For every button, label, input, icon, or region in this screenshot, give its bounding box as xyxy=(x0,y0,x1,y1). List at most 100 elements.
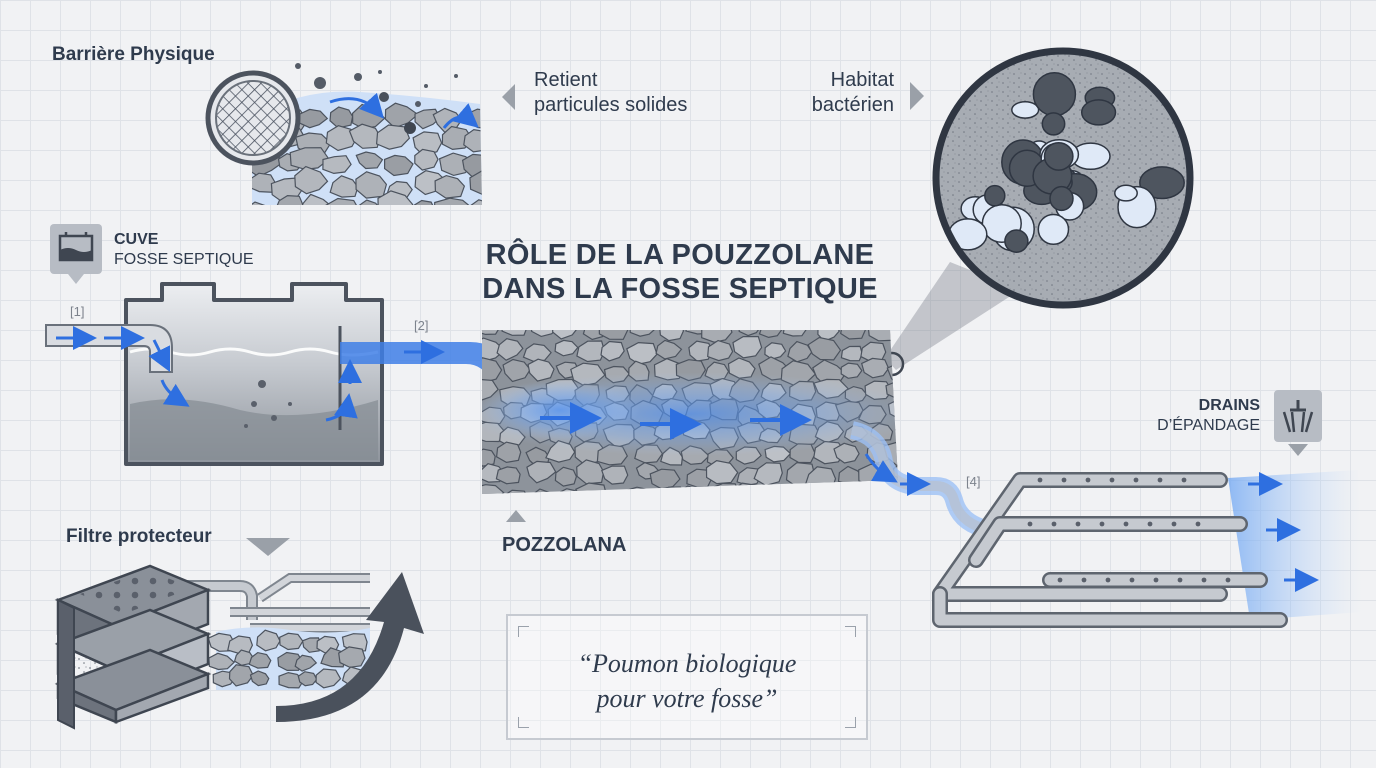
step-label-2: [2] xyxy=(414,318,429,333)
stone xyxy=(782,330,808,337)
stone xyxy=(413,199,435,205)
stone xyxy=(758,330,783,339)
stone xyxy=(601,465,629,485)
stone xyxy=(626,341,658,365)
stone xyxy=(375,124,411,150)
stone xyxy=(736,467,761,486)
stone xyxy=(598,330,629,340)
stone xyxy=(348,123,382,149)
drain-hole xyxy=(1109,477,1115,483)
stone xyxy=(384,102,419,129)
label-bacterial-habitat: Habitat bactérien xyxy=(790,68,894,118)
label-retains-line-2: particules solides xyxy=(534,94,688,116)
drain-hole xyxy=(1057,577,1063,583)
pore xyxy=(1049,185,1074,212)
stone xyxy=(482,330,501,336)
step-label-4: [4] xyxy=(966,474,981,489)
stone xyxy=(278,671,305,689)
stone xyxy=(658,486,687,494)
stone xyxy=(555,488,585,494)
pointer-triangle xyxy=(246,538,290,556)
stone xyxy=(433,197,475,205)
stone xyxy=(233,649,255,666)
stone xyxy=(862,482,886,494)
stone xyxy=(463,128,482,153)
stone xyxy=(527,358,555,382)
step-label-1: [1] xyxy=(70,304,85,319)
drain-hole xyxy=(1123,521,1129,527)
drain-hole xyxy=(1099,521,1105,527)
pore xyxy=(1080,99,1117,126)
drain-hole xyxy=(1085,477,1091,483)
stone xyxy=(711,482,740,494)
drain-hole xyxy=(1075,521,1081,527)
drain-hole xyxy=(1081,577,1087,583)
stone xyxy=(461,153,482,178)
label-habitat-line-1: Habitat xyxy=(830,69,894,91)
stone xyxy=(274,194,304,205)
stone xyxy=(301,637,322,653)
stone xyxy=(434,174,466,199)
drain-hole xyxy=(1129,577,1135,583)
stone xyxy=(732,336,763,359)
drain-hole xyxy=(1225,577,1231,583)
stone xyxy=(833,442,860,464)
drain-hole xyxy=(1195,521,1201,527)
drain-hole xyxy=(1181,477,1187,483)
stone xyxy=(297,671,318,687)
label-retains-line-1: Retient xyxy=(534,69,598,91)
stone xyxy=(789,489,814,494)
label-pozzolana: POZZOLANA xyxy=(502,534,627,556)
drain-hole xyxy=(1201,577,1207,583)
pore xyxy=(1011,100,1040,119)
stone xyxy=(840,330,867,340)
stone xyxy=(482,357,503,384)
stone xyxy=(554,466,578,487)
stone xyxy=(729,482,766,494)
stone xyxy=(502,358,531,383)
stone xyxy=(705,459,739,485)
stone xyxy=(252,172,277,193)
stone xyxy=(600,340,625,362)
stone xyxy=(895,423,898,444)
pointer-triangle xyxy=(1288,444,1308,456)
page-title: RÔLE DE LA POUZZOLANE DANS LA FOSSE SEPT… xyxy=(450,238,910,306)
stone xyxy=(809,485,838,494)
pore xyxy=(1004,229,1029,253)
stone xyxy=(249,670,270,687)
label-tank-line-2: FOSSE SEPTIQUE xyxy=(114,251,254,268)
outlet-pipe xyxy=(849,421,993,539)
quote-text: “Poumon biologique pour votre fosse” xyxy=(508,646,866,716)
stone xyxy=(840,345,863,362)
stone xyxy=(482,484,505,494)
bacterial-habitat-magnifier xyxy=(879,47,1194,377)
mesh-filter-icon xyxy=(205,70,301,166)
stone xyxy=(860,357,890,379)
drain-hole xyxy=(1105,577,1111,583)
stone xyxy=(469,170,482,196)
stone xyxy=(338,646,366,668)
drain-hole xyxy=(1051,521,1057,527)
stone xyxy=(482,337,506,362)
stone xyxy=(629,330,657,337)
stone xyxy=(606,489,632,494)
stone xyxy=(787,340,813,363)
stone xyxy=(678,485,702,494)
stone xyxy=(256,629,281,652)
stone xyxy=(836,485,866,494)
stone xyxy=(279,632,304,651)
stone xyxy=(753,462,783,487)
drainage-pipes xyxy=(932,470,1362,628)
stone xyxy=(322,155,352,175)
pore xyxy=(1041,112,1066,136)
stone xyxy=(688,340,713,362)
stone xyxy=(329,175,359,198)
stone xyxy=(252,201,271,205)
drain-hole xyxy=(1133,477,1139,483)
stone xyxy=(764,342,787,360)
stone xyxy=(294,654,318,672)
drain-hole xyxy=(1153,577,1159,583)
stone xyxy=(817,330,841,343)
title-line-2: DANS LA FOSSE SEPTIQUE xyxy=(482,273,878,305)
stone xyxy=(315,668,342,689)
